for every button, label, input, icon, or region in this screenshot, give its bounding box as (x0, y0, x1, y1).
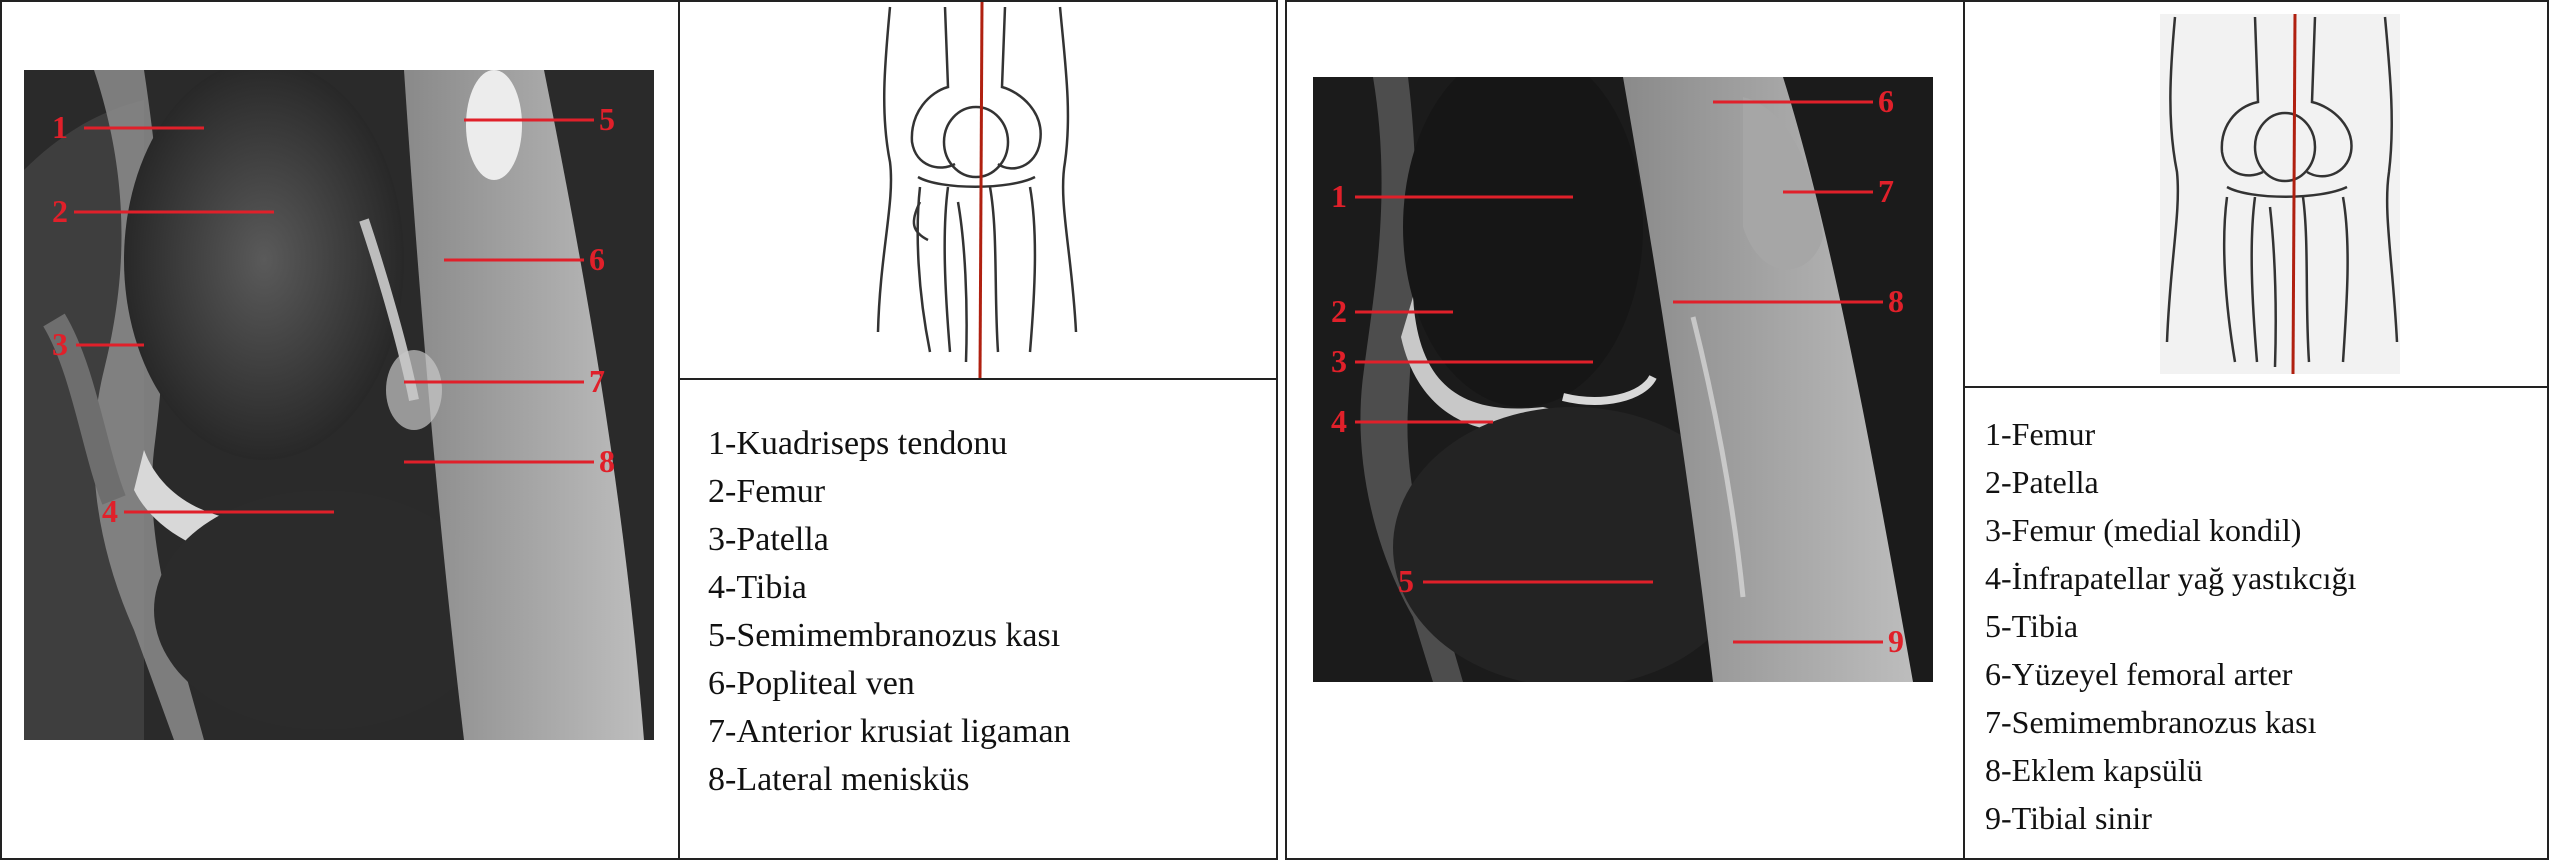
right-legend-item-9: 9-Tibial sinir (1985, 794, 2356, 842)
right-marker-8: 8 (1888, 283, 1904, 319)
left-marker-1: 1 (52, 109, 68, 145)
left-legend-item-4: 4-Tibia (708, 564, 1071, 612)
left-marker-3: 3 (52, 326, 68, 362)
right-legend-item-3: 3-Femur (medial kondil) (1985, 506, 2356, 554)
left-marker-7: 7 (589, 363, 605, 399)
left-marker-4: 4 (102, 493, 118, 529)
left-legend-item-6: 6-Popliteal ven (708, 660, 1071, 708)
right-marker-6: 6 (1878, 83, 1894, 119)
left-mri-image: 1 2 3 4 5 6 7 8 (24, 70, 654, 740)
left-mri-svg: 1 2 3 4 5 6 7 8 (24, 70, 654, 740)
left-diagram-cell (678, 0, 1278, 380)
right-marker-3: 3 (1331, 343, 1347, 379)
right-legend-item-8: 8-Eklem kapsülü (1985, 746, 2356, 794)
left-marker-8: 8 (599, 443, 615, 479)
right-legend-list: 1-Femur 2-Patella 3-Femur (medial kondil… (1985, 410, 2356, 842)
right-mri-image: 1 2 3 4 5 6 7 8 9 (1313, 77, 1933, 682)
right-legend-item-7: 7-Semimembranozus kası (1985, 698, 2356, 746)
left-marker-5: 5 (599, 101, 615, 137)
right-legend-item-2: 2-Patella (1985, 458, 2356, 506)
left-legend-item-5: 5-Semimembranozus kası (708, 612, 1071, 660)
right-legend-item-6: 6-Yüzeyel femoral arter (1985, 650, 2356, 698)
right-marker-4: 4 (1331, 403, 1347, 439)
right-marker-1: 1 (1331, 178, 1347, 214)
right-marker-7: 7 (1878, 173, 1894, 209)
knee-anatomy-plane-diagram-icon (1965, 2, 2547, 386)
right-marker-2: 2 (1331, 293, 1347, 329)
left-legend-item-8: 8-Lateral menisküs (708, 756, 1071, 804)
left-legend-list: 1-Kuadriseps tendonu 2-Femur 3-Patella 4… (708, 420, 1071, 804)
right-legend-item-1: 1-Femur (1985, 410, 2356, 458)
right-legend-item-4: 4-İnfrapatellar yağ yastıkcığı (1985, 554, 2356, 602)
left-legend-item-1: 1-Kuadriseps tendonu (708, 420, 1071, 468)
left-legend-item-2: 2-Femur (708, 468, 1071, 516)
right-marker-9: 9 (1888, 623, 1904, 659)
right-legend-item-5: 5-Tibia (1985, 602, 2356, 650)
left-mri-cell: 1 2 3 4 5 6 7 8 (0, 0, 680, 860)
knee-anatomy-plane-diagram-icon (680, 2, 1276, 378)
left-legend-item-3: 3-Patella (708, 516, 1071, 564)
right-mri-svg: 1 2 3 4 5 6 7 8 9 (1313, 77, 1933, 682)
left-legend-cell: 1-Kuadriseps tendonu 2-Femur 3-Patella 4… (678, 378, 1278, 860)
left-legend-item-7: 7-Anterior krusiat ligaman (708, 708, 1071, 756)
right-legend-cell: 1-Femur 2-Patella 3-Femur (medial kondil… (1963, 386, 2549, 860)
left-marker-6: 6 (589, 241, 605, 277)
right-mri-cell: 1 2 3 4 5 6 7 8 9 (1285, 0, 1965, 860)
right-diagram-cell (1963, 0, 2549, 388)
left-marker-2: 2 (52, 193, 68, 229)
right-marker-5: 5 (1398, 563, 1414, 599)
